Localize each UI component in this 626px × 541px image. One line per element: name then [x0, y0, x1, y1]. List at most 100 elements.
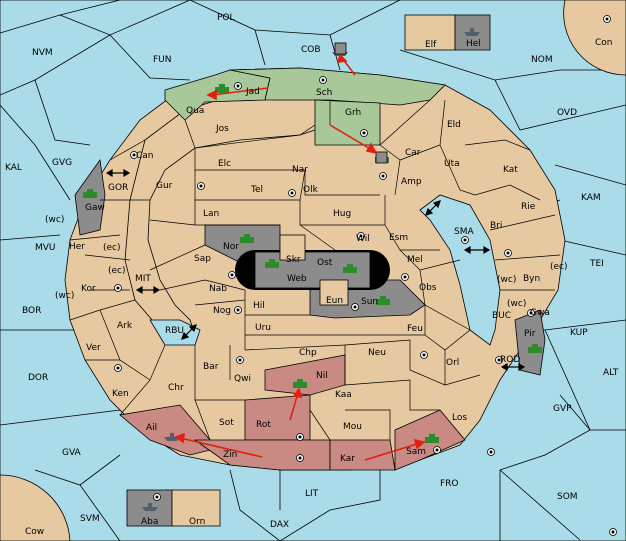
- label-coast: (ec): [550, 262, 568, 272]
- label-mou: Mou: [343, 422, 362, 432]
- tank-icon[interactable]: [528, 344, 542, 353]
- label-rbu: RBU: [165, 326, 184, 336]
- label-nil: Nil: [316, 371, 328, 381]
- label-tel: Tel: [250, 185, 263, 195]
- label-orn: Orn: [189, 517, 205, 527]
- region-grh[interactable]: [314, 99, 381, 146]
- label-coast: (wc): [507, 299, 526, 309]
- label-qua: Qua: [186, 106, 204, 116]
- label-coast: (wc): [45, 215, 64, 225]
- label-hel: Hel: [466, 39, 481, 49]
- region-labels: POL NVM FUN COB NOM Con OVD KAL GVG KAM …: [5, 13, 619, 537]
- label-elf: Elf: [425, 40, 437, 50]
- label-wil: Wil: [356, 234, 370, 244]
- sea-rbu[interactable]: [149, 319, 201, 346]
- label-buc: BUC: [492, 311, 511, 321]
- order-arrows: [174, 53, 426, 461]
- label-gur: Gur: [156, 181, 173, 191]
- label-amp: Amp: [401, 177, 422, 187]
- label-sma: SMA: [454, 227, 474, 237]
- label-los: Los: [452, 413, 467, 423]
- fleet-icon[interactable]: [142, 503, 158, 511]
- region-zin[interactable]: [193, 439, 331, 471]
- label-fun: FUN: [153, 55, 172, 65]
- label-rod: ROD: [500, 355, 520, 365]
- label-nor: Nor: [223, 242, 239, 252]
- region-hel[interactable]: [454, 14, 491, 51]
- label-lit: LIT: [305, 489, 319, 499]
- label-som: SOM: [557, 492, 578, 502]
- label-grh: Grh: [345, 108, 361, 118]
- fleet-icon[interactable]: [164, 433, 180, 441]
- label-dax: DAX: [270, 520, 289, 530]
- label-cob: COB: [301, 45, 321, 55]
- label-nom: NOM: [531, 55, 553, 65]
- tank-icon[interactable]: [293, 379, 307, 388]
- label-kaa: Kaa: [335, 390, 352, 400]
- sea-sma[interactable]: [419, 194, 501, 346]
- label-can: Can: [136, 151, 154, 161]
- region-pir[interactable]: [514, 309, 546, 376]
- label-obs: Obs: [419, 283, 437, 293]
- label-bri: Bri: [490, 221, 502, 231]
- region-cow[interactable]: [0, 474, 71, 541]
- label-kat: Kat: [503, 165, 518, 175]
- label-rie: Rie: [521, 202, 536, 212]
- label-web: Web: [287, 274, 307, 284]
- region-sch[interactable]: [229, 67, 446, 106]
- label-nvm: NVM: [32, 48, 53, 58]
- region-eun[interactable]: [319, 279, 349, 306]
- label-neu: Neu: [368, 348, 386, 358]
- label-elc: Elc: [218, 159, 231, 169]
- fleet-icon[interactable]: [464, 28, 480, 36]
- label-mit: MIT: [135, 274, 151, 284]
- label-ark: Ark: [117, 321, 133, 331]
- label-bor: BOR: [22, 306, 41, 316]
- tank-icon[interactable]: [215, 84, 229, 93]
- label-qwi: Qwi: [234, 374, 251, 384]
- tank-icon[interactable]: [425, 434, 439, 443]
- tank-icon[interactable]: [265, 259, 279, 268]
- label-svm: SVM: [80, 514, 100, 524]
- label-nog: Nog: [213, 306, 231, 316]
- label-kam: KAM: [581, 193, 601, 203]
- label-olk: Olk: [303, 185, 319, 195]
- label-pir: Pir: [524, 329, 536, 339]
- label-feu: Feu: [407, 324, 423, 334]
- label-gvg: GVG: [52, 158, 72, 168]
- label-kor: Kor: [81, 284, 96, 294]
- label-zin: Zin: [223, 450, 237, 460]
- label-kup: KUP: [570, 328, 588, 338]
- label-uta: Uta: [444, 159, 460, 169]
- land-borders: [69, 99, 561, 441]
- tank-icon[interactable]: [343, 264, 357, 273]
- label-uru: Uru: [255, 323, 271, 333]
- label-sch: Sch: [316, 88, 332, 98]
- region-orn[interactable]: [171, 489, 221, 527]
- supply-centers: [114, 15, 617, 536]
- tank-icon[interactable]: [83, 189, 97, 198]
- label-car: Car: [405, 148, 421, 158]
- label-her: Her: [69, 242, 85, 252]
- label-ovd: OVD: [557, 108, 577, 118]
- label-eun: Eun: [326, 296, 343, 306]
- label-lan: Lan: [203, 209, 219, 219]
- label-nar: Nar: [292, 165, 308, 175]
- region-nil[interactable]: [264, 354, 346, 396]
- region-elf[interactable]: [404, 14, 456, 51]
- label-eld: Eld: [447, 120, 461, 130]
- label-skr: Skr: [286, 255, 301, 265]
- region-skr[interactable]: [279, 234, 306, 261]
- label-jad: Jad: [245, 87, 260, 97]
- label-esm: Esm: [389, 233, 408, 243]
- label-coast: (wc): [497, 275, 516, 285]
- marker-box: [334, 42, 347, 55]
- label-pol: POL: [217, 13, 235, 23]
- label-chp: Chp: [299, 348, 317, 358]
- tank-icon[interactable]: [376, 296, 390, 305]
- tank-icon[interactable]: [240, 234, 254, 243]
- label-mvu: MVU: [35, 243, 56, 253]
- label-sun: Sun: [361, 297, 378, 307]
